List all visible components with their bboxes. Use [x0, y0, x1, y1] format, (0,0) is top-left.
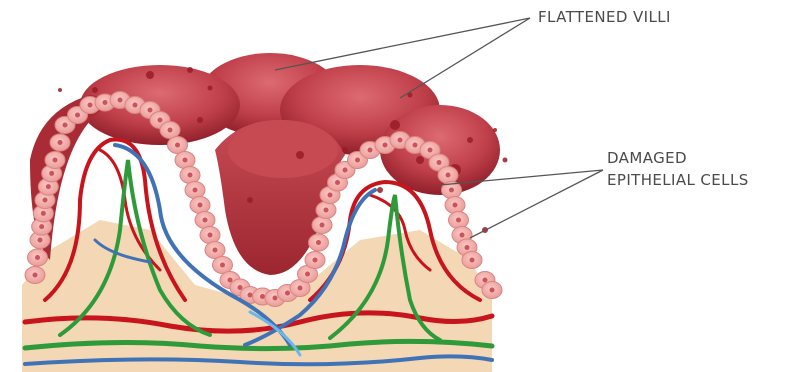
cell-nucleus — [158, 118, 163, 123]
cell-nucleus — [133, 103, 138, 108]
cell-nucleus — [428, 148, 433, 153]
cell-nucleus — [437, 160, 442, 165]
cell-nucleus — [248, 293, 253, 298]
cell-nucleus — [335, 180, 340, 185]
cell-nucleus — [305, 272, 310, 277]
cell-nucleus — [483, 278, 488, 283]
cell-nucleus — [188, 173, 193, 178]
cell-nucleus — [75, 113, 80, 118]
cell-nucleus — [273, 296, 278, 301]
cell-nucleus — [220, 263, 225, 268]
cell-nucleus — [398, 138, 403, 143]
cell-nucleus — [175, 143, 180, 148]
cell-nucleus — [355, 158, 360, 163]
cell-nucleus — [320, 223, 325, 228]
cell-nucleus — [49, 171, 54, 176]
cell-nucleus — [35, 255, 40, 260]
cell-nucleus — [238, 285, 243, 290]
cell-nucleus — [88, 103, 93, 108]
cell-nucleus — [490, 288, 495, 293]
cell-nucleus — [53, 158, 58, 163]
cell-nucleus — [453, 203, 458, 208]
cell-nucleus — [118, 98, 123, 103]
cell-nucleus — [413, 143, 418, 148]
cell-nucleus — [58, 140, 63, 145]
cell-nucleus — [103, 100, 108, 105]
cell-nucleus — [183, 158, 188, 163]
cell-nucleus — [148, 108, 153, 113]
cell-nucleus — [33, 273, 38, 278]
cell-nucleus — [285, 291, 290, 296]
damaged-label-line2: EPITHELIAL CELLS — [607, 169, 749, 191]
cell-nucleus — [39, 224, 44, 229]
cell-nucleus — [313, 258, 318, 263]
cell-nucleus — [260, 294, 265, 299]
cell-nucleus — [203, 218, 208, 223]
cell-nucleus — [368, 148, 373, 153]
cell-nucleus — [328, 193, 333, 198]
cell-nucleus — [456, 218, 461, 223]
cell-nucleus — [449, 188, 454, 193]
cell-nucleus — [228, 278, 233, 283]
cell-nucleus — [208, 233, 213, 238]
cell-nucleus — [213, 248, 218, 253]
cell-nucleus — [38, 238, 43, 243]
cell-nucleus — [460, 233, 465, 238]
cell-nucleus — [446, 173, 451, 178]
cell-nucleus — [63, 123, 68, 128]
damaged-epithelial-cells-label: DAMAGED EPITHELIAL CELLS — [607, 147, 749, 191]
cell-nucleus — [316, 240, 321, 245]
cell-nucleus — [383, 143, 388, 148]
flattened-villi-label: FLATTENED VILLI — [538, 6, 671, 28]
cell-nucleus — [465, 245, 470, 250]
cell-nucleus — [298, 286, 303, 291]
cell-nucleus — [41, 211, 46, 216]
cell-nucleus — [198, 203, 203, 208]
cell-nucleus — [43, 198, 48, 203]
cell-nucleus — [193, 188, 198, 193]
cell-nucleus — [168, 128, 173, 133]
cell-nucleus — [46, 184, 51, 189]
cell-nucleus — [343, 168, 348, 173]
damaged-label-line1: DAMAGED — [607, 147, 749, 169]
cell-nucleus — [324, 208, 329, 213]
cell-nucleus — [470, 258, 475, 263]
